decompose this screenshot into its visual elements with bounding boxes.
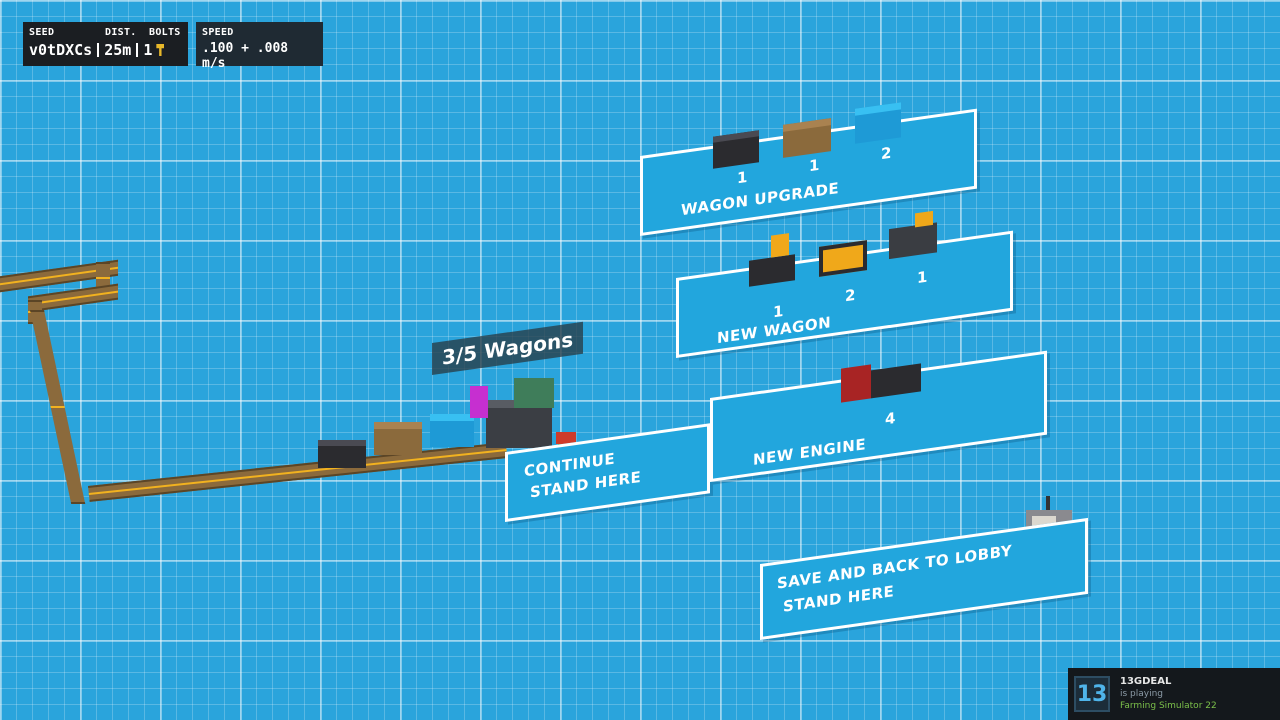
- channel-name: 13GDEAL: [1120, 676, 1172, 687]
- bolts-value: 1: [143, 41, 153, 59]
- upgrade-cost-1: 1: [737, 167, 748, 188]
- hud-speed: SPEED .100 + .008 m/s: [196, 22, 323, 71]
- bolt-icon: [156, 44, 165, 56]
- speed-label: SPEED: [202, 27, 234, 38]
- hud-stats: SEED DIST. BOLTS v0tDXCs 25m 1: [23, 22, 188, 66]
- new-engine-title: NEW ENGINE: [753, 435, 867, 469]
- upgrade-cost-2: 1: [809, 155, 820, 176]
- playing-status: is playing: [1120, 689, 1164, 699]
- wagon-count-label: 3/5 Wagons: [432, 321, 584, 375]
- wagon-upgrade-title: WAGON UPGRADE: [681, 179, 840, 220]
- seed-value: v0tDXCs: [29, 41, 93, 59]
- channel-logo: 13: [1074, 676, 1110, 712]
- speed-value: .100 + .008 m/s: [202, 41, 289, 71]
- playing-game: Farming Simulator 22: [1120, 701, 1217, 711]
- upgrade-cost-3: 2: [881, 143, 892, 164]
- new-wagon-cost-1: 1: [773, 301, 784, 322]
- seed-label: SEED: [29, 27, 55, 38]
- new-engine-cost: 4: [885, 408, 896, 429]
- new-wagon-zone[interactable]: 1 2 1 NEW WAGON: [676, 210, 1013, 358]
- save-lobby-label: SAVE AND BACK TO LOBBY: [777, 541, 1013, 593]
- dist-label: DIST.: [105, 27, 137, 38]
- new-wagon-cost-2: 2: [845, 285, 856, 306]
- bolts-label: BOLTS: [149, 27, 181, 38]
- stream-overlay: 13 13GDEAL is playing Farming Simulator …: [1068, 668, 1280, 720]
- dist-value: 25m: [104, 41, 132, 59]
- new-wagon-cost-3: 1: [917, 267, 928, 288]
- new-engine-zone[interactable]: 4 NEW ENGINE: [710, 350, 1047, 482]
- save-lobby-zone[interactable]: SAVE AND BACK TO LOBBY STAND HERE: [760, 517, 1088, 640]
